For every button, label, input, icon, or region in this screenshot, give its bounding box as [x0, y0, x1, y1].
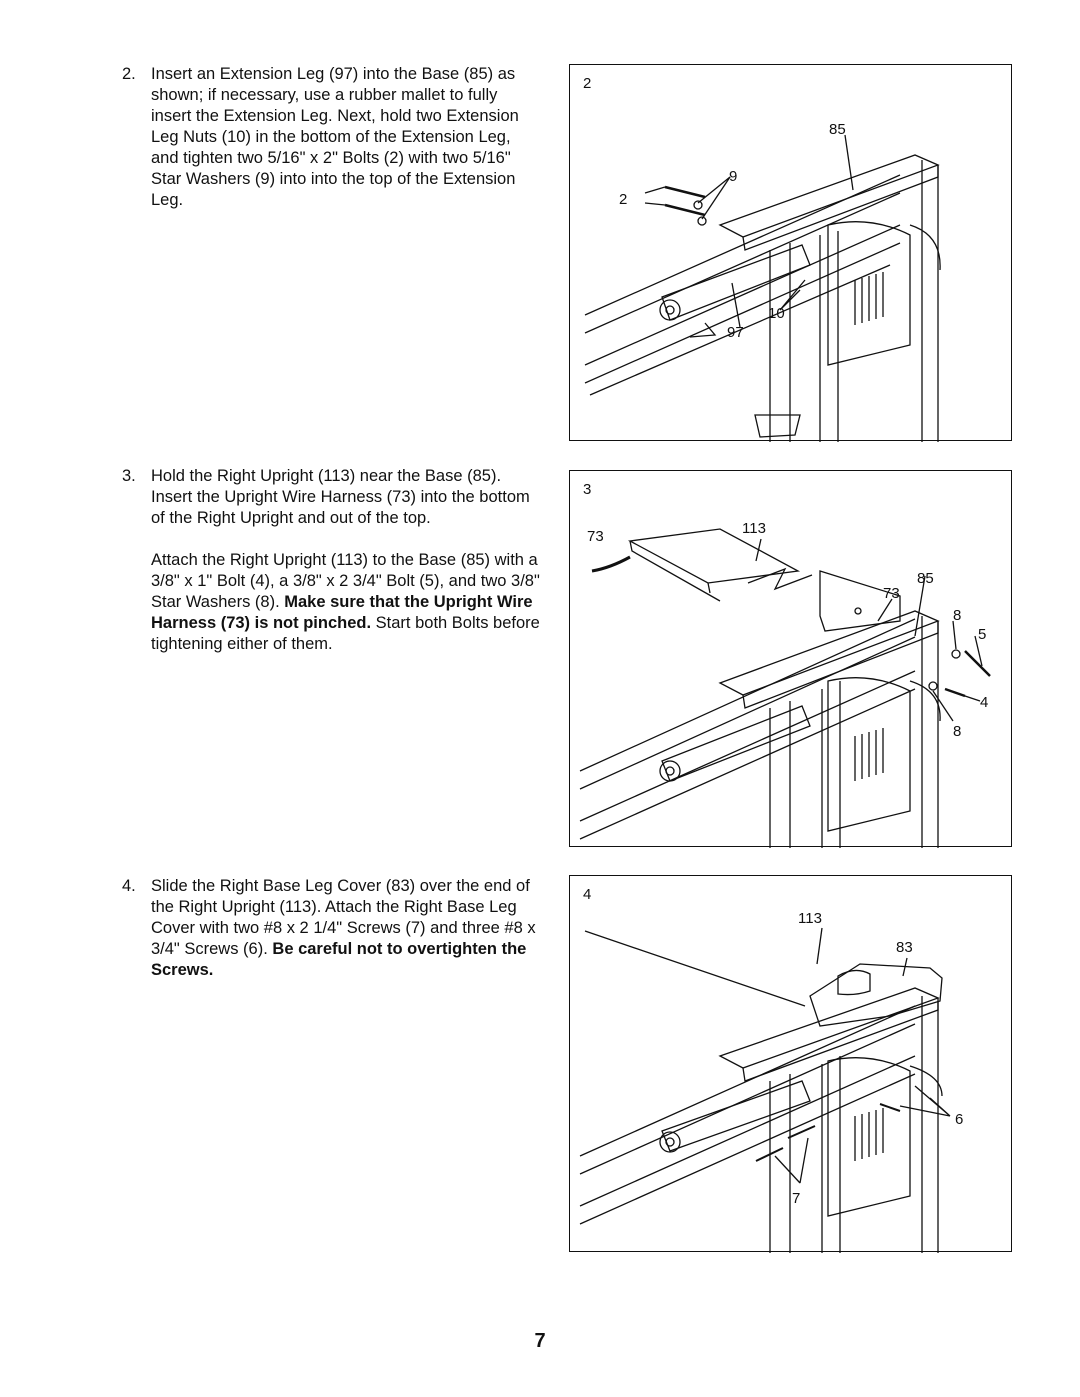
page-number: 7 [534, 1330, 546, 1352]
figure-step-3: 3 73 113 85 73 8 5 4 8 [569, 470, 1012, 848]
callout-10: 10 [768, 305, 785, 322]
callout-113: 113 [742, 520, 766, 537]
step-number: 2. [122, 65, 136, 83]
callout-5: 5 [978, 626, 987, 643]
callout-2: 2 [619, 191, 628, 208]
callout-73: 73 [587, 528, 604, 545]
figure-step-4: 4 113 83 6 7 [569, 875, 1012, 1253]
figure-step-2: 2 85 9 2 10 97 [569, 64, 1012, 442]
figure-number: 2 [583, 75, 592, 92]
step-3-text: 3. Hold the Right Upright (113) near the… [122, 466, 542, 655]
step-paragraph: Slide the Right Base Leg Cover (83) over… [151, 877, 536, 979]
assembly-illustration-3 [579, 528, 991, 848]
callout-73: 73 [883, 585, 900, 602]
assembly-illustration-4 [579, 927, 951, 1253]
warning-text: Make sure that the Upright Wire Harness … [151, 593, 533, 632]
assembly-illustration-2 [584, 134, 941, 442]
callout-9: 9 [729, 168, 738, 185]
callout-97: 97 [727, 324, 744, 341]
callout-7: 7 [792, 1190, 801, 1207]
step-4-text: 4. Slide the Right Base Leg Cover (83) o… [122, 876, 542, 981]
step-number: 3. [122, 467, 136, 485]
callout-83: 83 [896, 939, 913, 956]
callout-85: 85 [829, 121, 846, 138]
figure-number: 4 [583, 886, 592, 903]
warning-text: Be careful not to overtighten the Screws… [151, 940, 527, 979]
callout-8: 8 [953, 723, 962, 740]
callout-6: 6 [955, 1111, 964, 1128]
step-paragraph: Attach the Right Upright (113) to the Ba… [151, 551, 540, 653]
step-number: 4. [122, 877, 136, 895]
step-paragraph: Hold the Right Upright (113) near the Ba… [151, 467, 530, 527]
callout-85: 85 [917, 570, 934, 587]
step-2-text: 2. Insert an Extension Leg (97) into the… [122, 64, 542, 211]
callout-8: 8 [953, 607, 962, 624]
callout-113: 113 [798, 910, 822, 927]
step-paragraph: Insert an Extension Leg (97) into the Ba… [151, 65, 519, 209]
figure-number: 3 [583, 481, 592, 498]
callout-4: 4 [980, 694, 989, 711]
